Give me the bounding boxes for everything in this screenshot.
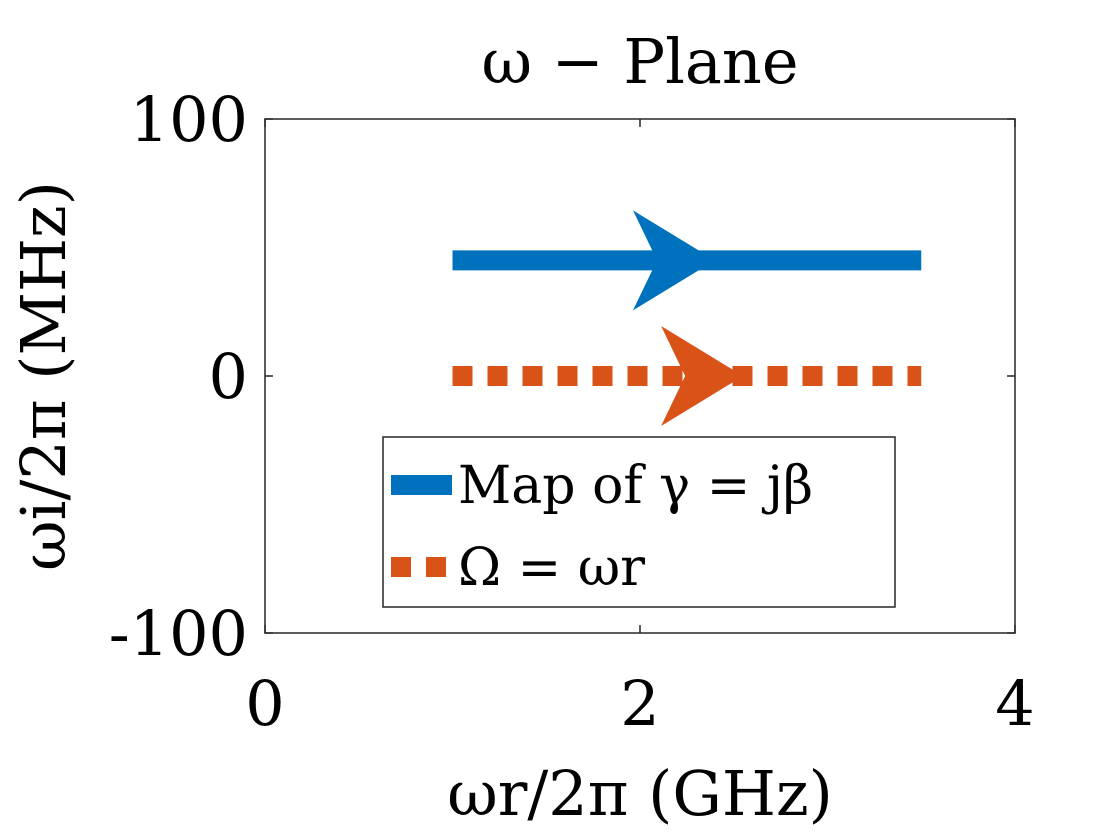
- legend-box: [382, 436, 896, 608]
- y-axis-label: ωi/2π (MHz): [7, 181, 80, 571]
- legend-label-2: Ω = ωr: [458, 538, 645, 598]
- series-1-arrow: [633, 210, 715, 311]
- y-tick-label: 100: [130, 83, 248, 156]
- plot-area: [452, 210, 922, 426]
- chart-title: ω − Plane: [481, 25, 798, 98]
- legend: Map of γ = jβ Ω = ωr: [382, 436, 896, 608]
- x-tick-label: 4: [995, 667, 1034, 740]
- series-2-arrow: [661, 326, 744, 426]
- x-axis-label: ωr/2π (GHz): [447, 757, 833, 830]
- legend-label-1: Map of γ = jβ: [458, 456, 813, 516]
- x-tick-label: 0: [245, 667, 284, 740]
- y-tick-label: -100: [109, 597, 248, 670]
- x-tick-label: 2: [620, 667, 659, 740]
- y-tick-label: 0: [209, 340, 248, 413]
